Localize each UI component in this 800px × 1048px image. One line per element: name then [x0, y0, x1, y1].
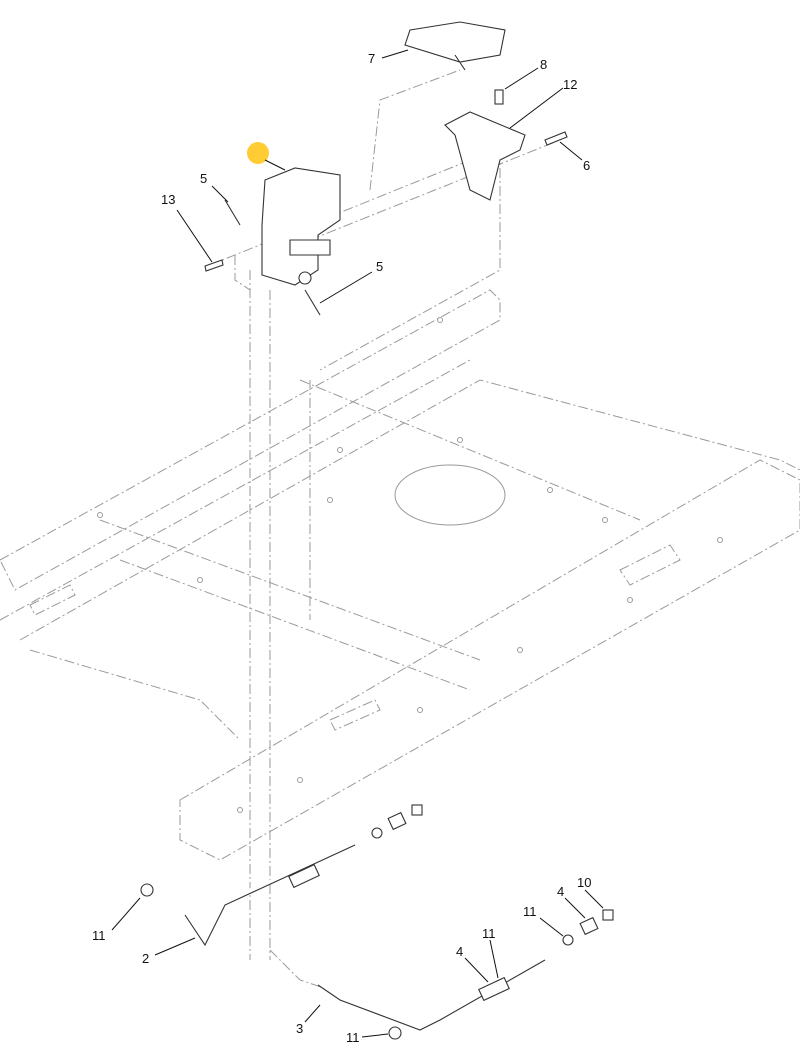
highlight-marker[interactable] [247, 142, 269, 164]
callout-4-mid[interactable]: 4 [456, 944, 464, 959]
callout-12[interactable]: 12 [563, 77, 578, 92]
part-6-pin[interactable] [544, 131, 568, 146]
callout-6[interactable]: 6 [583, 158, 591, 173]
frame-holes [97, 317, 723, 813]
callout-5-upper[interactable]: 5 [200, 171, 208, 186]
callout-8[interactable]: 8 [540, 57, 548, 72]
part-2-rod[interactable] [140, 804, 423, 947]
callout-11-mid[interactable]: 11 [482, 926, 496, 941]
callout-7[interactable]: 7 [368, 51, 376, 66]
callout-3[interactable]: 3 [296, 1021, 304, 1036]
leader-lines [111, 49, 604, 1038]
part-5-clip-lower[interactable] [304, 289, 321, 316]
callout-11-right[interactable]: 11 [523, 904, 537, 919]
callout-10[interactable]: 10 [577, 875, 592, 890]
callout-13[interactable]: 13 [161, 192, 176, 207]
part-3-rod[interactable] [317, 909, 614, 1040]
callout-4-right[interactable]: 4 [557, 884, 565, 899]
callout-11-bottom[interactable]: 11 [346, 1030, 360, 1045]
callout-11-left[interactable]: 11 [92, 928, 106, 943]
callout-2[interactable]: 2 [142, 951, 150, 966]
part-13-screw[interactable] [204, 259, 224, 272]
part-12-bracket[interactable] [444, 111, 526, 201]
chassis-frame [0, 69, 800, 991]
callout-5-lower[interactable]: 5 [376, 259, 384, 274]
part-8-bolt[interactable] [494, 89, 504, 105]
part-5-clip[interactable] [224, 199, 241, 226]
part-7-cover[interactable] [404, 21, 506, 71]
actuator-assembly[interactable] [261, 167, 341, 286]
